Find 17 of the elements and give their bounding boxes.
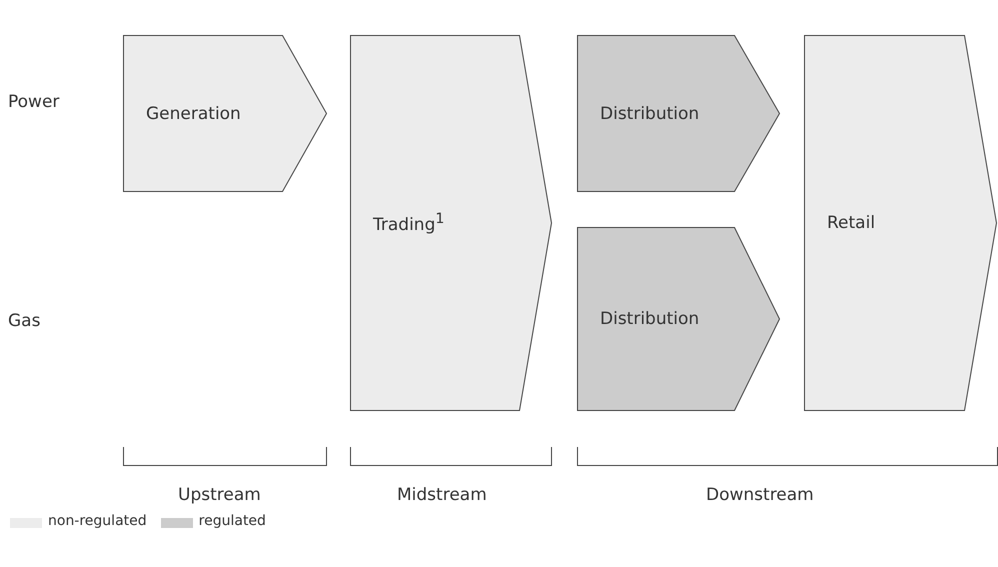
legend-label: non-regulated: [48, 513, 147, 529]
row-label: Gas: [8, 311, 40, 331]
segment-label: Downstream: [706, 485, 814, 505]
pentagon-arrow-shape: [577, 35, 780, 192]
stage-label: Distribution: [600, 309, 700, 329]
stage-label: Trading$^{1}$: [373, 211, 444, 235]
stage-label: Distribution: [600, 104, 700, 124]
pentagon-arrow-shape: [804, 35, 997, 411]
segment-label: Upstream: [178, 485, 261, 505]
pentagon-arrow-shape: [577, 227, 780, 411]
segment-label: Midstream: [397, 485, 487, 505]
stage-label: Generation: [146, 104, 241, 124]
pentagon-arrow-shape: [350, 35, 552, 411]
pentagon-arrow-shape: [123, 35, 327, 192]
stage-label: Retail: [827, 213, 876, 233]
legend-label: regulated: [198, 513, 266, 529]
row-label: Power: [8, 92, 60, 112]
